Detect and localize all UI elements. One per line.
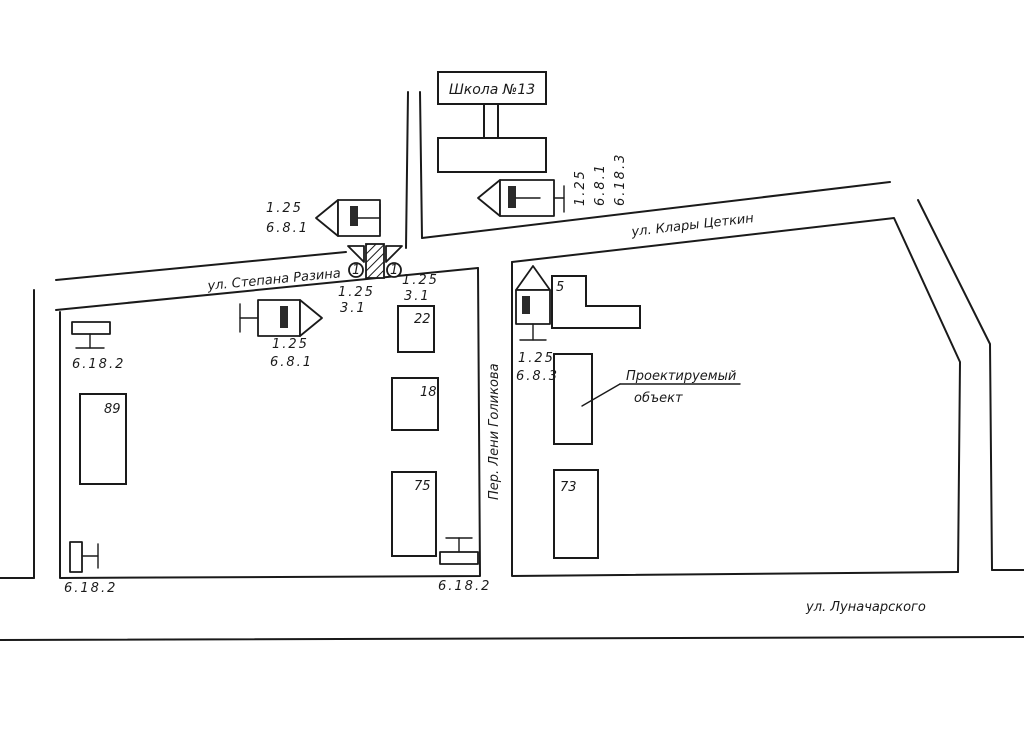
block-east-outline (511, 217, 961, 573)
razina-north-edge (55, 251, 347, 281)
building-5-label: 5 (556, 280, 564, 295)
klary-tsetkin-north-edge (421, 181, 891, 239)
sign-alley-code2: 6.8.3 (516, 369, 559, 384)
sign-block-left-plate (257, 299, 301, 337)
crossing-right-code2: 3.1 (404, 289, 431, 304)
crossing-right-marker (386, 262, 402, 278)
crossing-left-marker (348, 262, 364, 278)
detour-sign-bl-plate (69, 541, 83, 573)
sign-alley-code1: 1.25 (518, 351, 555, 366)
block-west-outline (59, 267, 481, 579)
detour-sign-bottom-right: 6.18.2 (438, 537, 491, 594)
road-edge-east-upper (419, 91, 423, 239)
detour-sign-bottom-left: 6.18.2 (64, 541, 117, 596)
school-group: Школа №13 (437, 71, 547, 173)
road-edge-east (917, 199, 993, 571)
building-18 (391, 377, 439, 431)
sign-nw-symbol (350, 206, 358, 226)
project-label-line1: Проектируемый (626, 369, 736, 384)
sign-block-left-triangle (299, 299, 323, 337)
street-lunacharskogo: ул. Луначарского (805, 600, 926, 615)
school-label: Школа №13 (449, 82, 535, 98)
street-stepana-razina: ул. Степана Разина (206, 266, 341, 294)
sign-alley-symbol (522, 296, 530, 314)
project-label-line2: объект (634, 391, 683, 406)
sign-nw-code2: 6.8.1 (266, 221, 309, 236)
sign-block-left-symbol (280, 306, 288, 328)
detour-sign-br-plate (439, 551, 479, 565)
street-leni-golikova: Пер. Лени Голикова (487, 363, 502, 500)
road-edge-west-upper (405, 91, 409, 249)
crossing-right-triangle (385, 245, 403, 263)
block-east-bottom (511, 261, 959, 577)
crossing-left-marker-label: 1 (352, 263, 360, 278)
crossing-left-code1: 1.25 (338, 285, 375, 300)
building-18-label: 18 (420, 385, 437, 400)
crossing-left-code2: 3.1 (340, 301, 367, 316)
sign-ne-code3: 6.18.3 (613, 153, 628, 206)
sign-ne: 1.25 6.8.1 6.18.3 (477, 153, 628, 217)
school-label-box (437, 71, 547, 105)
detour-sign-br-code: 6.18.2 (438, 579, 491, 594)
crossing-group: 1 1 1.25 3.1 1.25 3.1 (338, 243, 439, 316)
sign-alley: 1.25 6.8.3 (515, 265, 559, 384)
sign-alley-triangle (515, 265, 551, 291)
building-22-label: 22 (414, 312, 431, 327)
sign-nw-code1: 1.25 (266, 201, 303, 216)
building-89-label: 89 (104, 402, 121, 417)
building-73 (553, 469, 599, 559)
school-building (437, 137, 547, 173)
detour-sign-bl-code: 6.18.2 (64, 581, 117, 596)
razina-south-edge (55, 267, 479, 311)
sign-ne-code2: 6.8.1 (593, 163, 608, 206)
sign-nw: 1.25 6.8.1 (266, 199, 381, 237)
crossing-right-marker-label: 1 (390, 263, 398, 278)
sign-block-left: 1.25 6.8.1 (239, 299, 323, 370)
lunacharskogo-south-edge (0, 636, 1024, 641)
crossing-left-triangle (347, 245, 365, 263)
sign-ne-triangle (477, 179, 501, 217)
detour-sign-top-plate (71, 321, 111, 335)
sign-ne-symbol (508, 186, 516, 208)
sign-alley-plate (515, 289, 551, 325)
building-89 (79, 393, 127, 485)
project-leader-line (581, 383, 621, 407)
detour-sign-top-code: 6.18.2 (72, 357, 125, 372)
building-73-label: 73 (560, 480, 577, 495)
sign-nw-triangle (315, 199, 339, 237)
building-75-label: 75 (414, 479, 431, 494)
sign-block-left-code2: 6.8.1 (270, 355, 313, 370)
road-lines (0, 91, 1024, 641)
crossing-right-code1: 1.25 (402, 273, 439, 288)
sign-block-left-code1: 1.25 (272, 337, 309, 352)
sign-ne-code1: 1.25 (573, 169, 588, 206)
detour-sign-top: 6.18.2 (71, 321, 125, 372)
project-building (553, 353, 593, 445)
building-75 (391, 471, 437, 557)
building-22 (397, 305, 435, 353)
crossing-zebra (365, 243, 385, 279)
building-5 (551, 275, 641, 329)
